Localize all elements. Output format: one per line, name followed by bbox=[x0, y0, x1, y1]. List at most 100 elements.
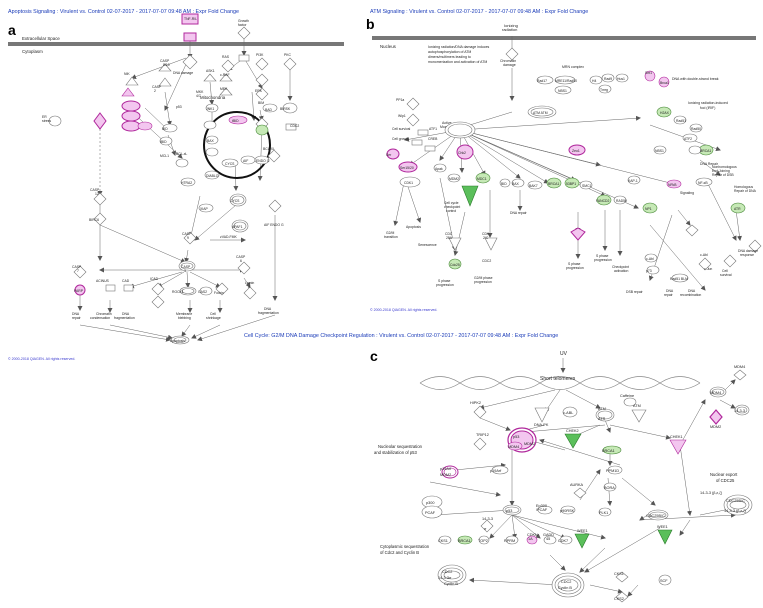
svg-text:AURKA: AURKA bbox=[570, 483, 584, 487]
svg-text:S phase: S phase bbox=[596, 254, 609, 258]
svg-text:Ep300: Ep300 bbox=[536, 504, 547, 508]
svg-text:Homologous: Homologous bbox=[734, 185, 753, 189]
svg-text:AIF ENDO G: AIF ENDO G bbox=[264, 223, 284, 227]
svg-text:Apak: Apak bbox=[435, 167, 443, 171]
svg-text:autophosphorylation of ATM: autophosphorylation of ATM bbox=[428, 50, 471, 54]
svg-text:PLK1: PLK1 bbox=[599, 511, 608, 515]
svg-text:14-3-3: 14-3-3 bbox=[482, 517, 493, 521]
svg-text:HTRA2: HTRA2 bbox=[181, 181, 192, 185]
svg-text:MKK: MKK bbox=[196, 90, 204, 94]
panel-a-nodes bbox=[48, 13, 298, 345]
svg-text:FANCD2: FANCD2 bbox=[596, 199, 609, 203]
svg-text:ATM: ATM bbox=[598, 407, 606, 411]
panel-b-edges bbox=[393, 36, 742, 291]
svg-text:recombination: recombination bbox=[680, 293, 701, 297]
svg-text:53BP1: 53BP1 bbox=[566, 182, 576, 186]
panel-b-node-labels: Rad17 MRE11/Rad50 NBS1 H4 Rad9 Hus1 Tmrg… bbox=[384, 71, 758, 297]
svg-text:DNA with double-strand break: DNA with double-strand break bbox=[672, 77, 719, 81]
svg-text:CKS1: CKS1 bbox=[614, 572, 624, 576]
svg-text:GADD: GADD bbox=[543, 533, 554, 537]
svg-text:NF-κB: NF-κB bbox=[698, 181, 708, 185]
svg-text:CKS2: CKS2 bbox=[614, 597, 624, 601]
svg-text:CDC25B/C: CDC25B/C bbox=[646, 514, 665, 518]
svg-text:zVAD-FMK: zVAD-FMK bbox=[220, 235, 237, 239]
svg-text:Nucleolar sequestration: Nucleolar sequestration bbox=[378, 444, 423, 449]
svg-text:p53: p53 bbox=[176, 105, 182, 109]
svg-text:DSB repair: DSB repair bbox=[626, 290, 643, 294]
svg-text:stress: stress bbox=[42, 119, 51, 123]
svg-text:monomerization and activation: monomerization and activation of ATM bbox=[428, 60, 487, 64]
svg-text:Apoptosis: Apoptosis bbox=[170, 339, 185, 343]
svg-text:MDM2: MDM2 bbox=[524, 442, 535, 446]
svg-text:of Cdc2 and Cyclin B: of Cdc2 and Cyclin B bbox=[380, 550, 419, 555]
panel-c-diagram: UV Short telomeres Nucleolar sequestrati… bbox=[374, 351, 753, 603]
svg-text:progression: progression bbox=[474, 280, 492, 284]
svg-text:progression: progression bbox=[594, 258, 612, 262]
svg-text:CDC25B/C: CDC25B/C bbox=[726, 499, 745, 503]
svg-text:fragmentation: fragmentation bbox=[258, 311, 279, 315]
svg-text:PARP: PARP bbox=[74, 289, 84, 293]
svg-text:ERK: ERK bbox=[255, 89, 263, 93]
svg-text:CDK1: CDK1 bbox=[404, 181, 413, 185]
panel-c-notes: Nucleolar sequestration and stabilizatio… bbox=[374, 444, 738, 555]
svg-text:c-Abl: c-Abl bbox=[700, 253, 708, 257]
svg-text:p300: p300 bbox=[426, 501, 434, 505]
svg-text:14-3-3 (β,ε,ζ): 14-3-3 (β,ε,ζ) bbox=[700, 491, 723, 495]
panel-a-node-labels: TNF-R/L Growth factor NIK CASP 8/10 ASK1… bbox=[42, 17, 299, 343]
svg-text:25A: 25A bbox=[446, 236, 453, 240]
svg-text:12: 12 bbox=[95, 192, 99, 196]
svg-text:CASP: CASP bbox=[152, 85, 162, 89]
svg-text:S phase: S phase bbox=[568, 262, 581, 266]
svg-text:p73: p73 bbox=[646, 269, 652, 273]
svg-text:Cell survival: Cell survival bbox=[392, 127, 411, 131]
svg-text:BID: BID bbox=[162, 127, 168, 131]
svg-text:Cyclin B: Cyclin B bbox=[444, 582, 458, 586]
panel-b-diagram: Nucleus Ionizing radiation Ionizing radi… bbox=[372, 23, 762, 297]
svg-text:Cytoplasmic sequestration: Cytoplasmic sequestration bbox=[380, 544, 430, 549]
svg-text:activation: activation bbox=[614, 269, 628, 273]
svg-text:BORA: BORA bbox=[604, 486, 615, 490]
svg-text:CDK: CDK bbox=[482, 232, 490, 236]
svg-text:Tmrg: Tmrg bbox=[600, 88, 608, 92]
cytoplasm-label: Cytoplasm bbox=[22, 49, 43, 54]
svg-text:SCF: SCF bbox=[660, 579, 668, 583]
svg-text:PP1a: PP1a bbox=[396, 98, 404, 102]
svg-text:CREB: CREB bbox=[428, 137, 438, 141]
svg-text:p19Arf: p19Arf bbox=[440, 467, 452, 471]
svg-text:progression: progression bbox=[436, 283, 454, 287]
svg-text:TNF-R/L: TNF-R/L bbox=[184, 17, 197, 21]
svg-text:G2/M phase: G2/M phase bbox=[474, 276, 493, 280]
svg-text:foci (IRIF): foci (IRIF) bbox=[700, 106, 715, 110]
svg-text:Hus1: Hus1 bbox=[617, 77, 625, 81]
svg-text:Ionizing radiation/DNA damage: Ionizing radiation/DNA damage induces bbox=[428, 45, 490, 49]
svg-text:ENDO G: ENDO G bbox=[256, 159, 270, 163]
panel-a-letter: a bbox=[8, 22, 16, 38]
svg-text:CDK7: CDK7 bbox=[558, 539, 568, 543]
svg-text:BID: BID bbox=[501, 182, 507, 186]
svg-text:Chromatin: Chromatin bbox=[96, 312, 112, 316]
svg-text:Cyclin B: Cyclin B bbox=[558, 586, 572, 590]
svg-text:control: control bbox=[446, 209, 456, 213]
mitochondria-label: Mitochondria bbox=[200, 95, 226, 100]
svg-text:Cell cycle: Cell cycle bbox=[444, 201, 459, 205]
svg-text:1A: 1A bbox=[528, 537, 533, 541]
svg-text:BAK7: BAK7 bbox=[529, 184, 538, 188]
svg-text:End Joining: End Joining bbox=[712, 169, 730, 173]
svg-text:survival: survival bbox=[720, 273, 732, 277]
svg-text:SMC1: SMC1 bbox=[582, 184, 592, 188]
svg-text:RAS: RAS bbox=[222, 55, 230, 59]
svg-text:NFkB: NFkB bbox=[668, 183, 677, 187]
svg-text:Checkpoint: Checkpoint bbox=[612, 265, 629, 269]
svg-text:CHEK1: CHEK1 bbox=[670, 435, 683, 439]
panel-a-diagram: Extracellular Space Cytoplasm Mitochondr… bbox=[8, 13, 344, 345]
svg-text:Senescence: Senescence bbox=[418, 243, 437, 247]
svg-text:CASP: CASP bbox=[160, 59, 170, 63]
svg-text:H2AX: H2AX bbox=[660, 111, 670, 115]
dna-helix-2 bbox=[419, 376, 701, 390]
svg-text:blebbing: blebbing bbox=[178, 316, 191, 320]
svg-text:tBID: tBID bbox=[160, 140, 167, 144]
svg-text:S phase: S phase bbox=[438, 279, 451, 283]
svg-text:KAP-1: KAP-1 bbox=[628, 179, 638, 183]
svg-text:Cell: Cell bbox=[722, 269, 728, 273]
